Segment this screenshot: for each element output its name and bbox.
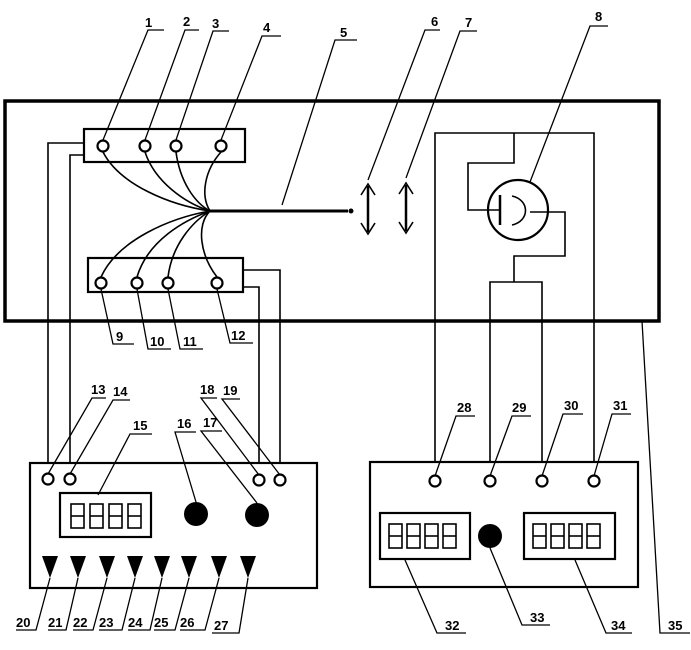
wire-19 [243, 269, 281, 474]
lamp-arc [511, 195, 527, 226]
terminal-19 [273, 473, 287, 487]
wire-14 [69, 154, 84, 472]
label-28: 28 [457, 400, 471, 415]
label-8: 8 [595, 9, 602, 24]
wire-28-31 [434, 132, 595, 472]
label-10: 10 [150, 334, 164, 349]
wire-18 [243, 286, 260, 474]
knob-17 [245, 503, 269, 527]
fiber-port-1 [96, 139, 110, 153]
label-25: 25 [154, 615, 168, 630]
knob-33 [478, 524, 502, 548]
terminal-14 [63, 472, 77, 486]
label-20: 20 [16, 615, 30, 630]
fiber-end [348, 208, 354, 214]
terminal-29 [483, 474, 497, 488]
label-32: 32 [445, 618, 459, 633]
display-15 [58, 491, 153, 539]
label-4: 4 [263, 20, 271, 35]
terminal-18 [252, 473, 266, 487]
label-18: 18 [200, 382, 214, 397]
display-32 [378, 511, 472, 561]
label-16: 16 [177, 416, 191, 431]
double-arrow-7 [398, 181, 414, 235]
label-11: 11 [183, 334, 197, 349]
fiber-port-11 [161, 276, 175, 290]
label-33: 33 [530, 610, 544, 625]
terminal-30 [535, 474, 549, 488]
label-35: 35 [668, 618, 682, 633]
wire-13 [47, 142, 84, 472]
label-14: 14 [113, 384, 128, 399]
label-27: 27 [214, 618, 228, 633]
label-9: 9 [116, 329, 123, 344]
label-15: 15 [133, 418, 147, 433]
label-6: 6 [431, 14, 438, 29]
terminal-13 [41, 472, 55, 486]
label-17: 17 [203, 415, 217, 430]
key-row [42, 556, 256, 578]
label-7: 7 [465, 15, 472, 30]
lamp-wire-b [513, 211, 566, 282]
main-enclosure [3, 99, 661, 323]
label-12: 12 [231, 328, 245, 343]
lamp-wire-a [467, 133, 515, 211]
fiber-port-10 [130, 276, 144, 290]
label-13: 13 [91, 382, 105, 397]
label-23: 23 [99, 615, 113, 630]
label-5: 5 [340, 25, 347, 40]
fiber-port-4 [214, 139, 228, 153]
label-19: 19 [223, 383, 237, 398]
terminal-31 [587, 474, 601, 488]
label-31: 31 [613, 398, 627, 413]
terminal-28 [428, 474, 442, 488]
label-3: 3 [212, 16, 219, 31]
fiber-fan [100, 151, 222, 278]
label-24: 24 [128, 615, 143, 630]
label-21: 21 [48, 615, 62, 630]
fiber-port-3 [169, 139, 183, 153]
label-2: 2 [183, 14, 190, 29]
label-29: 29 [512, 400, 526, 415]
fiber-port-2 [138, 139, 152, 153]
fiber-port-12 [210, 276, 224, 290]
label-22: 22 [73, 615, 87, 630]
label-30: 30 [564, 398, 578, 413]
double-arrow-6 [360, 182, 376, 236]
wire-29-30 [489, 281, 543, 472]
knob-16 [184, 502, 208, 526]
label-1: 1 [145, 15, 152, 30]
reference-labels: 1 2 3 4 5 6 7 8 9 10 11 12 13 14 15 16 1… [16, 9, 682, 633]
leader-lines [16, 25, 690, 634]
label-34: 34 [611, 618, 626, 633]
fiber-port-9 [94, 276, 108, 290]
display-34 [522, 511, 617, 561]
label-26: 26 [180, 615, 194, 630]
